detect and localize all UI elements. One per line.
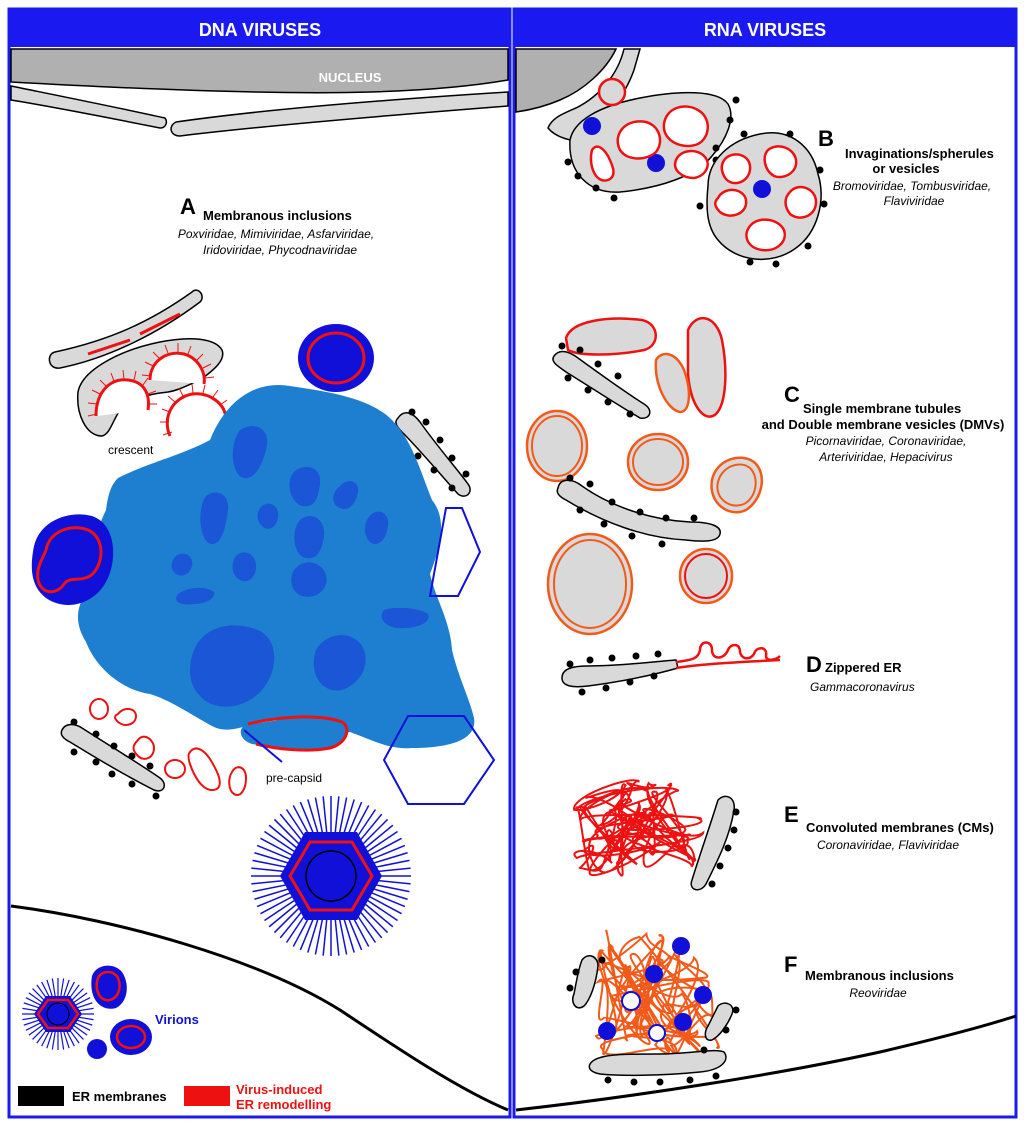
- section-c-families-1: Picornaviridae, Coronaviridae,: [806, 434, 967, 448]
- virion-oval-left: [31, 514, 114, 605]
- section-e-label: E Convoluted membranes (CMs) Coronavirid…: [784, 802, 994, 852]
- section-a-families-1: Poxviridae, Mimiviridae, Asfarviridae,: [178, 227, 374, 241]
- legend-er-swatch: [18, 1086, 64, 1106]
- section-f-label: F Membranous inclusions Reoviridae: [784, 952, 954, 1000]
- empty-capsid-hexagon-2: [382, 715, 496, 805]
- legend-er-label: ER membranes: [72, 1089, 167, 1104]
- pre-capsid: pre-capsid: [240, 715, 349, 785]
- viral-factory: [77, 384, 475, 749]
- precapsid-label: pre-capsid: [266, 771, 322, 785]
- plasma-membrane-rna: [515, 1014, 1017, 1112]
- section-d-title: Zippered ER: [825, 660, 902, 675]
- zippered-er: [561, 641, 781, 696]
- section-d-letter: D: [806, 652, 822, 677]
- legend: ER membranes Virus-induced ER remodellin…: [18, 1082, 331, 1112]
- plasma-membrane-dna: [10, 904, 509, 1112]
- spherules-organelle-1: [564, 77, 740, 202]
- er-tube-bottom-left: [60, 718, 165, 800]
- crescent-label: crescent: [108, 443, 154, 457]
- section-e-title: Convoluted membranes (CMs): [806, 820, 994, 835]
- legend-remodel-swatch: [184, 1086, 230, 1106]
- red-vesicles: [89, 698, 248, 796]
- section-b-letter: B: [818, 126, 834, 151]
- section-a-families-2: Iridoviridae, Phycodnaviridae: [203, 243, 357, 257]
- section-c-letter: C: [784, 382, 800, 407]
- section-a-title: Membranous inclusions: [203, 208, 352, 223]
- crescent-membrane: crescent: [77, 337, 234, 457]
- section-c-title-2: and Double membrane vesicles (DMVs): [762, 417, 1005, 432]
- section-c-title-1: Single membrane tubules: [803, 401, 961, 416]
- dna-panel-title: DNA VIRUSES: [199, 20, 321, 40]
- section-c-label: C Single membrane tubules and Double mem…: [762, 382, 1005, 464]
- legend-remodel-label-2: ER remodelling: [236, 1097, 331, 1112]
- section-d-families: Gammacoronavirus: [810, 680, 915, 694]
- section-b-title-1: Invaginations/spherules: [845, 146, 994, 161]
- section-b-label: B Invaginations/spherules or vesicles Br…: [818, 126, 994, 208]
- empty-capsid-hexagon-1: [428, 507, 482, 597]
- virion-oval-top: [298, 324, 374, 392]
- single-membrane-tubules: [564, 316, 727, 418]
- nucleus: NUCLEUS: [10, 48, 509, 137]
- er-tube-c-lower: [556, 474, 721, 548]
- spherules-organelle-2: [696, 130, 828, 268]
- er-fragment-remodelling: [48, 289, 203, 369]
- section-e-letter: E: [784, 802, 799, 827]
- section-e-families: Coronaviridae, Flaviviridae: [817, 838, 959, 852]
- rna-panel-title: RNA VIRUSES: [704, 20, 826, 40]
- section-f-families: Reoviridae: [849, 986, 907, 1000]
- er-tube-c-upper: [552, 342, 651, 419]
- convoluted-membranes: [573, 779, 740, 891]
- section-d-label: D Zippered ER Gammacoronavirus: [806, 652, 915, 694]
- reovirus-inclusion: [566, 929, 740, 1086]
- double-membrane-vesicles: [525, 409, 764, 636]
- section-f-title: Membranous inclusions: [805, 968, 954, 983]
- nucleus-label: NUCLEUS: [319, 70, 382, 85]
- legend-remodel-label-1: Virus-induced: [236, 1082, 323, 1097]
- nucleus-rna-corner: [515, 48, 641, 142]
- mature-virion: [251, 796, 411, 956]
- section-a-label: A Membranous inclusions Poxviridae, Mimi…: [178, 194, 374, 257]
- section-b-families-1: Bromoviridae, Tombusviridae,: [833, 179, 991, 193]
- section-b-families-2: Flaviviridae: [884, 194, 945, 208]
- section-f-letter: F: [784, 952, 797, 977]
- section-b-title-2: or vesicles: [872, 161, 939, 176]
- section-c-families-2: Arteriviridae, Hepacivirus: [818, 450, 952, 464]
- virions-label: Virions: [155, 1012, 199, 1027]
- virions-group: Virions: [22, 965, 199, 1059]
- section-a-letter: A: [180, 194, 196, 219]
